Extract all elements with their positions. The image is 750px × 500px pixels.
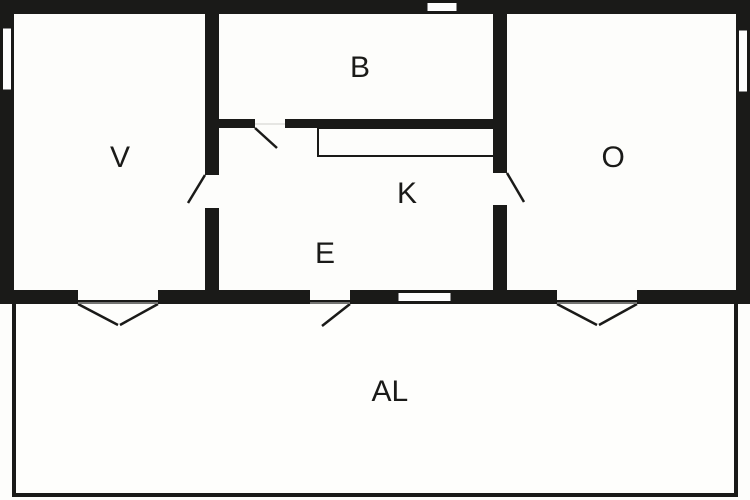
window-left-wall [2,27,12,91]
partition-wall-left-upper [205,0,219,175]
room-label-B: B [350,51,371,84]
room-label-V: V [110,141,131,174]
door-o-to-al-left [556,302,598,327]
room-label-AL: AL [371,375,409,408]
door-o-to-al-right [598,302,638,327]
room-label-E: E [315,237,336,270]
door-v-to-al [77,302,119,327]
kitchen-counter-outline [317,127,501,157]
al-outer-boundary [12,300,738,497]
partition-wall-left-lower [205,208,219,292]
interior-walls [205,0,507,293]
window-right-wall [738,29,748,93]
kitchen-counter [317,127,501,157]
door-b-to-k [254,127,278,149]
partition-wall-right-upper [493,0,507,173]
door-k-to-o [505,172,526,203]
doors [77,123,638,327]
windows [2,2,748,302]
door-e-to-al [119,302,159,327]
partition-wall-b-k-right [285,119,500,128]
partition-wall-right-lower [493,205,507,293]
door-v-to-e [186,174,207,204]
exterior-wall-top [0,0,750,14]
partition-wall-b-k-left [205,119,255,128]
room-label-K: K [397,177,418,210]
window-top-wall [426,2,458,12]
room-label-O: O [601,141,625,174]
al-room-outline [12,300,738,497]
window-bottom-wall [397,292,452,302]
door-e-to-al-mid [321,303,351,327]
